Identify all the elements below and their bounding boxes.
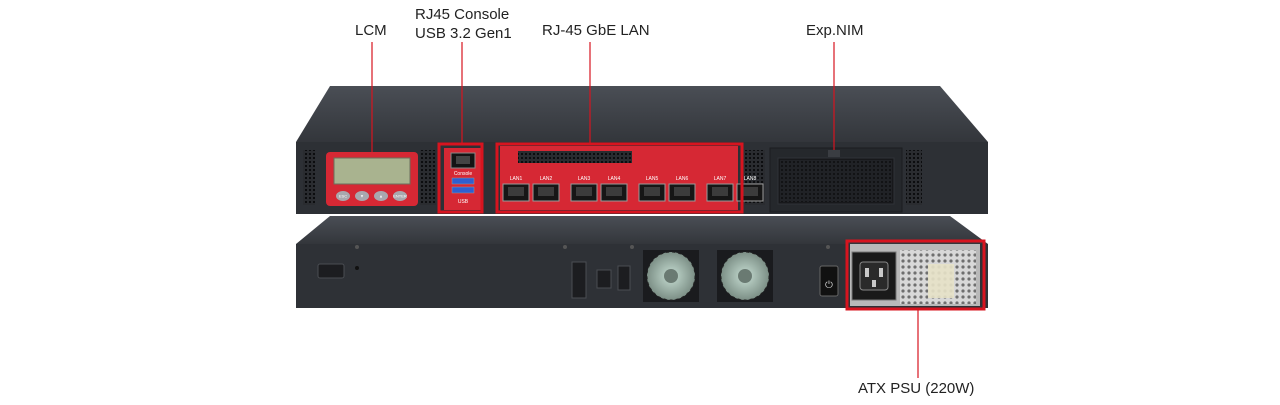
console-usb-callout: RJ45 Console USB 3.2 Gen1 bbox=[415, 5, 512, 43]
console-callout-line2: USB 3.2 Gen1 bbox=[415, 25, 512, 42]
front-chassis-top bbox=[296, 86, 988, 142]
rear-unit: ⏻ bbox=[296, 216, 988, 308]
io-knockout bbox=[596, 269, 612, 289]
lan-callout-text: RJ-45 GbE LAN bbox=[542, 22, 650, 39]
nim-callout-text: Exp.NIM bbox=[806, 22, 864, 39]
psu-module bbox=[850, 244, 980, 306]
lcm-esc-label: ESC bbox=[339, 194, 347, 199]
usb-port-label: USB bbox=[458, 199, 469, 205]
psu-callout: ATX PSU (220W) bbox=[858, 379, 974, 398]
lan-port-label: LAN2 bbox=[540, 176, 553, 182]
lcm-down-button[interactable] bbox=[355, 191, 369, 201]
usb-port-2[interactable] bbox=[451, 186, 475, 194]
lan-port[interactable]: LAN7 bbox=[706, 176, 734, 202]
lcm-enter-label: ENTER bbox=[393, 194, 407, 199]
console-callout-line1: RJ45 Console bbox=[415, 6, 510, 23]
rear-cutout bbox=[317, 263, 345, 279]
lan-port-label: LAN3 bbox=[578, 176, 591, 182]
io-knockout bbox=[617, 265, 631, 291]
psu-callout-text: ATX PSU (220W) bbox=[858, 380, 975, 397]
lcm-module: ESC ▼ ▲ ENTER bbox=[326, 152, 418, 206]
lan-callout: RJ-45 GbE LAN bbox=[542, 21, 650, 40]
lan-port-label: LAN1 bbox=[510, 176, 523, 182]
nim-callout: Exp.NIM bbox=[806, 21, 864, 40]
rear-screws bbox=[355, 245, 830, 270]
usb-port-1[interactable] bbox=[451, 177, 475, 185]
lan-port-label: LAN8 bbox=[744, 176, 757, 182]
lcd-screen bbox=[333, 157, 411, 185]
lan-port[interactable]: LAN3 bbox=[570, 176, 598, 202]
lan-port[interactable]: LAN5 bbox=[638, 176, 666, 202]
psu-highlight bbox=[845, 239, 986, 311]
lan-port-label: LAN7 bbox=[714, 176, 727, 182]
lan-port-label: LAN6 bbox=[676, 176, 689, 182]
lan-port[interactable]: LAN1 bbox=[502, 176, 530, 202]
lan-port-group: LAN1 LAN2 LAN3 LAN4 LAN5 LAN6 LAN7 LAN8 bbox=[502, 176, 764, 202]
power-icon: ⏻ bbox=[825, 280, 833, 291]
exp-nim-bay bbox=[769, 147, 903, 213]
lan-module-vent bbox=[518, 151, 632, 163]
console-port-label: Console bbox=[454, 171, 473, 177]
lan-port-label: LAN5 bbox=[646, 176, 659, 182]
console-usb-module: Console USB bbox=[444, 148, 482, 210]
lan-highlight bbox=[495, 142, 744, 214]
highlight-boxes bbox=[437, 142, 986, 311]
rear-chassis-top bbox=[296, 216, 988, 244]
lan-module: LAN1 LAN2 LAN3 LAN4 LAN5 LAN6 LAN7 LAN8 bbox=[500, 146, 764, 210]
lan-port[interactable]: LAN6 bbox=[668, 176, 696, 202]
lcm-enter-button[interactable] bbox=[393, 191, 407, 201]
chevron-up-icon: ▲ bbox=[379, 194, 383, 199]
inner-vent bbox=[420, 150, 436, 205]
power-switch[interactable]: ⏻ bbox=[819, 265, 839, 297]
right-vent bbox=[906, 150, 922, 205]
lcm-callout-text: LCM bbox=[355, 22, 387, 39]
lcm-esc-button[interactable] bbox=[336, 191, 350, 201]
lcm-callout: LCM bbox=[355, 21, 387, 40]
leader-lines bbox=[371, 42, 919, 378]
fan-left bbox=[643, 250, 699, 302]
chevron-down-icon: ▼ bbox=[360, 194, 364, 199]
console-usb-highlight bbox=[437, 142, 484, 214]
lcm-buttons: ESC ▼ ▲ ENTER bbox=[336, 191, 407, 201]
io-knockout bbox=[571, 261, 587, 299]
lan-port[interactable]: LAN2 bbox=[532, 176, 560, 202]
lan-port[interactable]: LAN4 bbox=[600, 176, 628, 202]
fan-right bbox=[717, 250, 773, 302]
lan-port-label: LAN4 bbox=[608, 176, 621, 182]
lcm-up-button[interactable] bbox=[374, 191, 388, 201]
left-vent bbox=[303, 150, 315, 205]
